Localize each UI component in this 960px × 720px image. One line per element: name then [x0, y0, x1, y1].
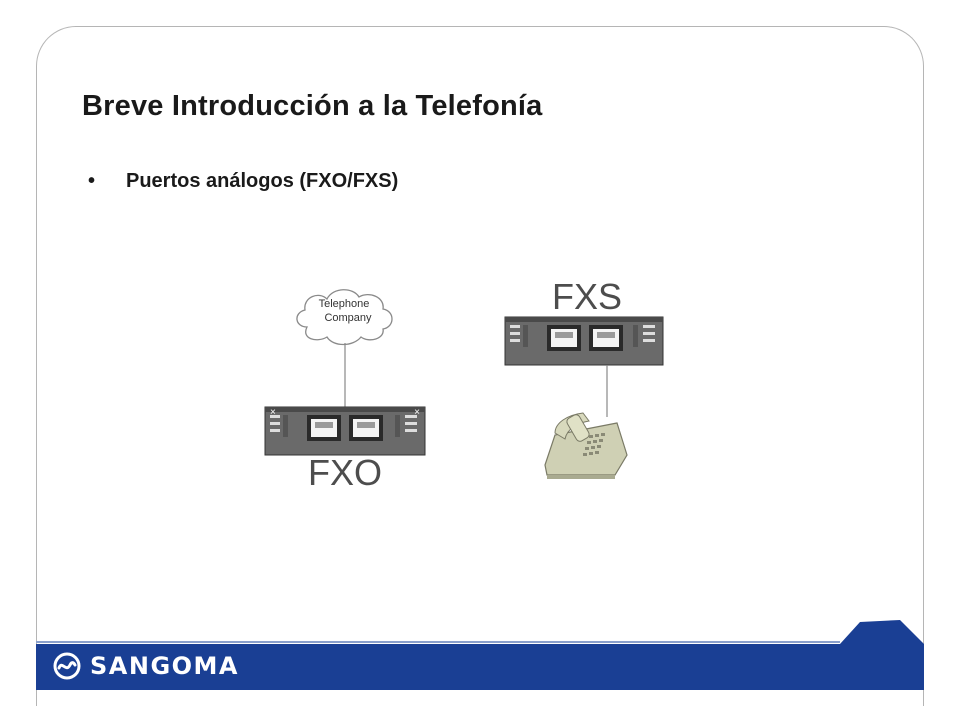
sangoma-logo: SANGOMA — [52, 651, 239, 681]
cloud-icon: Telephone Company — [296, 289, 393, 346]
slide-title: Breve Introducción a la Telefonía — [82, 90, 543, 122]
fxo-close-mark: × — [414, 407, 420, 418]
fxs-label: FXS — [552, 276, 622, 317]
cloud-label-line1: Telephone — [319, 298, 370, 310]
fxo-close-mark-left: × — [270, 407, 276, 418]
fxo-label: FXO — [308, 452, 382, 493]
bullet-dot: • — [88, 170, 96, 192]
brand-name: SANGOMA — [90, 652, 240, 680]
slide-frame — [36, 26, 924, 706]
fxs-card — [504, 316, 664, 366]
fxo-fxs-diagram: Telephone Company × × FXO FXS — [264, 276, 664, 493]
fxo-card: × × — [264, 406, 426, 456]
sangoma-swirl-icon — [53, 652, 81, 680]
desk-phone-icon — [544, 412, 628, 479]
bullet-item: • Puertos análogos (FXO/FXS) — [88, 170, 398, 193]
bullet-text: Puertos análogos (FXO/FXS) — [126, 170, 399, 192]
cloud-label-line2: Company — [324, 312, 372, 324]
